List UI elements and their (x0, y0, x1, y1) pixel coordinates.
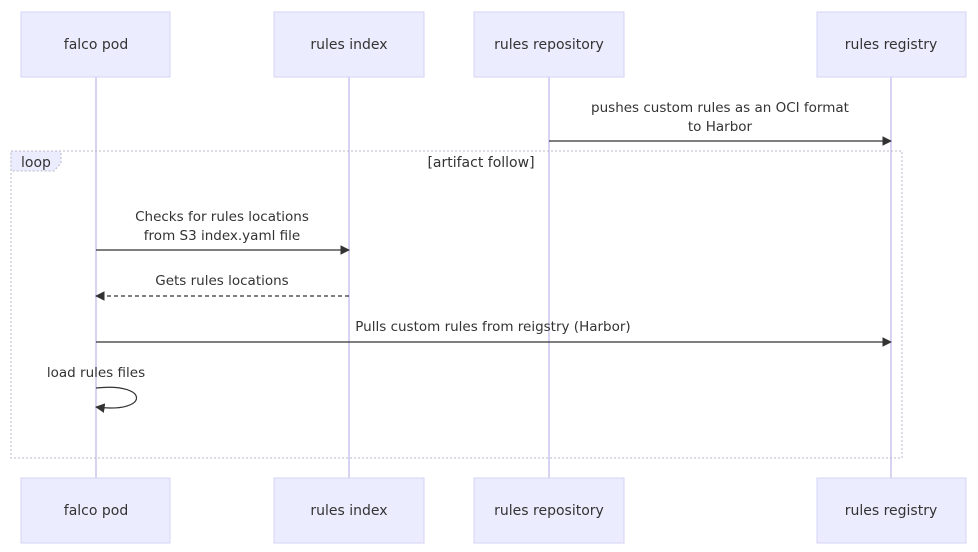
participant-box-top-falco-pod (20, 11, 171, 78)
message-1-text-line-2: to Harbor (688, 119, 753, 135)
participant-label-bottom-rules-index: rules index (310, 503, 387, 519)
loop-tab (10, 150, 62, 172)
participant-box-bottom-rules-repository (473, 477, 625, 544)
participant-label-top-rules-registry: rules registry (845, 37, 938, 53)
participant-box-bottom-falco-pod (20, 477, 171, 544)
message-2-text-line-1: Checks for rules locations (135, 209, 309, 225)
participant-label-bottom-falco-pod: falco pod (64, 503, 128, 519)
participant-box-bottom-rules-registry (816, 477, 967, 544)
participant-label-top-falco-pod: falco pod (64, 37, 128, 53)
loop-label: loop (21, 155, 51, 171)
loop-title: [artifact follow] (427, 155, 534, 171)
loop-frame (10, 150, 903, 459)
participant-label-bottom-rules-registry: rules registry (845, 503, 938, 519)
message-4-text: Pulls custom rules from reigstry (Harbor… (355, 319, 630, 335)
message-5-self-arrow (95, 386, 138, 413)
participant-label-bottom-rules-repository: rules repository (494, 503, 604, 519)
message-5-text: load rules files (47, 365, 145, 381)
participant-box-top-rules-registry (816, 11, 967, 78)
message-2-text-line-2: from S3 index.yaml file (144, 228, 300, 244)
participant-box-top-rules-repository (473, 11, 625, 78)
participant-label-top-rules-repository: rules repository (494, 37, 604, 53)
participant-label-top-rules-index: rules index (310, 37, 387, 53)
message-1-text-line-1: pushes custom rules as an OCI format (591, 100, 849, 116)
message-3-text: Gets rules locations (155, 273, 288, 289)
participant-box-bottom-rules-index (273, 477, 425, 544)
participant-box-top-rules-index (273, 11, 425, 78)
